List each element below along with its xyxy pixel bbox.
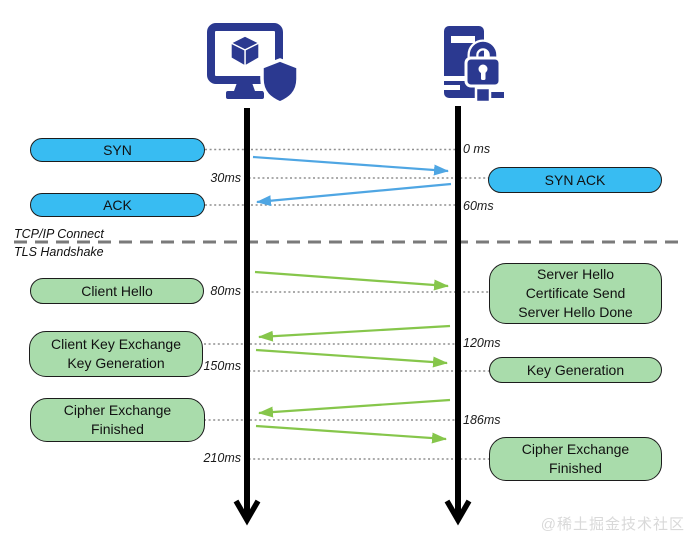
server-lock-icon (444, 26, 504, 104)
arrow-client-key-exchange (255, 348, 448, 368)
server-lifeline-arrowhead-icon (444, 499, 472, 526)
message-pill-server-hello: Server Hello Certificate Send Server Hel… (489, 263, 662, 324)
section-label-tls: TLS Handshake (14, 245, 104, 259)
message-pill-client-key-exchange: Client Key Exchange Key Generation (29, 331, 203, 377)
message-label: Cipher Exchange (521, 441, 630, 457)
message-label: Key Generation (67, 355, 165, 371)
message-pill-ack: ACK (30, 193, 205, 217)
timestamp-30ms: 30ms (210, 171, 241, 185)
message-pill-key-generation: Key Generation (489, 357, 662, 383)
message-pill-cipher-exchange-server: Cipher Exchange Finished (489, 437, 662, 481)
message-label: Finished (91, 421, 144, 437)
timestamp-210ms: 210ms (203, 451, 241, 465)
message-label: Certificate Send (525, 285, 626, 301)
client-computer-shield-icon (207, 23, 300, 105)
message-label: Client Hello (81, 282, 153, 299)
arrow-syn (252, 155, 449, 176)
timestamp-120ms: 120ms (463, 336, 501, 350)
section-label-tcp: TCP/IP Connect (14, 227, 104, 241)
client-lifeline-arrowhead-icon (233, 499, 261, 526)
timestamp-0ms: 0 ms (463, 142, 491, 156)
watermark: @稀土掘金技术社区 (540, 516, 685, 533)
arrow-client-hello (254, 270, 449, 291)
tls-arrows (254, 270, 451, 444)
timestamp-150ms: 150ms (203, 359, 241, 373)
message-label: SYN (103, 141, 132, 158)
message-pill-cipher-exchange-client: Cipher Exchange Finished (30, 398, 205, 442)
message-label: Client Key Exchange (51, 336, 181, 352)
message-label: Server Hello (536, 266, 615, 282)
arrow-key-generation (258, 398, 451, 418)
message-label: SYN ACK (544, 171, 606, 188)
arrow-syn-ack (256, 182, 452, 207)
message-label: Cipher Exchange (63, 402, 172, 418)
lifelines (233, 106, 472, 526)
message-pill-syn: SYN (30, 138, 205, 162)
message-label: Server Hello Done (518, 304, 633, 320)
arrow-cipher-exchange (255, 424, 447, 444)
message-pill-syn-ack: SYN ACK (488, 167, 662, 193)
tcp-arrows (252, 155, 452, 207)
message-label: Finished (549, 460, 602, 476)
timestamp-186ms: 186ms (463, 413, 501, 427)
message-label: Key Generation (526, 361, 625, 378)
timestamp-80ms: 80ms (210, 284, 241, 298)
timestamp-60ms: 60ms (463, 199, 494, 213)
arrow-server-hello (258, 324, 451, 342)
message-pill-client-hello: Client Hello (30, 278, 204, 304)
message-label: ACK (103, 196, 132, 213)
